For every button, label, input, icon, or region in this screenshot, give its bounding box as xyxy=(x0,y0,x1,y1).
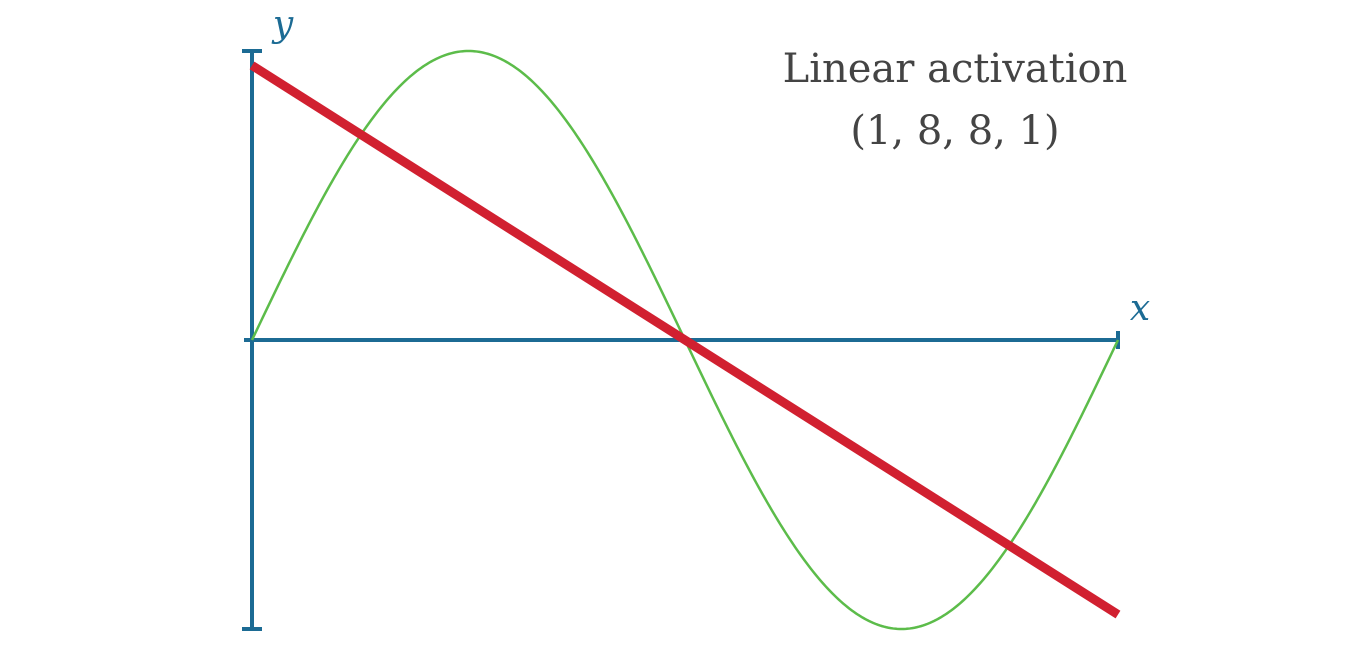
labels-layer: y x Linear activation (1, 8, 8, 1) xyxy=(271,4,1150,329)
series-layer xyxy=(249,49,1121,631)
fitted-linear-line xyxy=(249,61,1121,619)
y-axis-label: y xyxy=(271,4,294,45)
x-axis-label: x xyxy=(1130,288,1150,329)
chart-subtitle: (1, 8, 8, 1) xyxy=(850,108,1059,154)
chart-title: Linear activation xyxy=(783,46,1128,92)
